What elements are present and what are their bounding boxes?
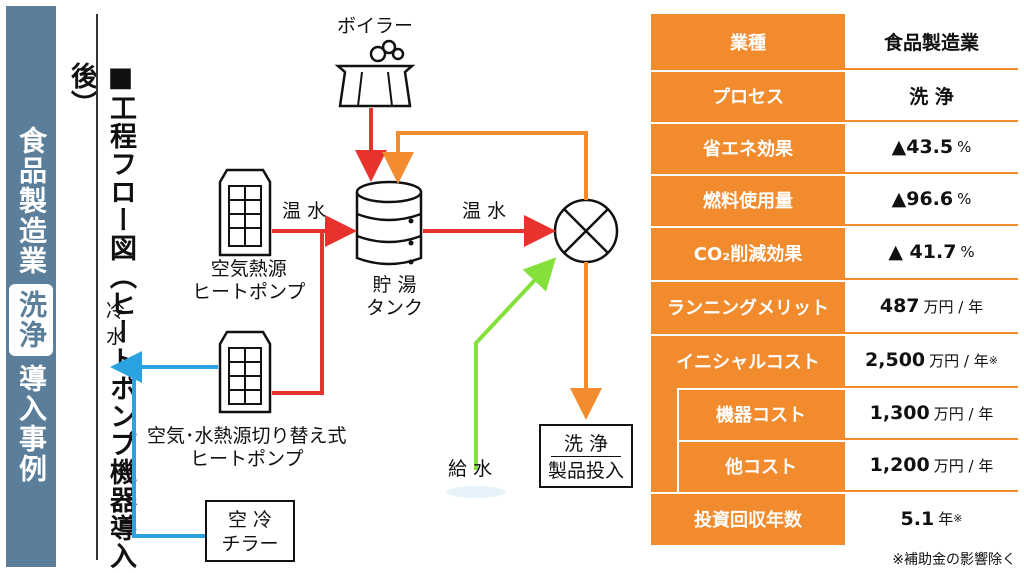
switch-hp-label: 空気･水熱源切り替え式ヒートポンプ xyxy=(147,425,347,470)
switch-hp-hot-line xyxy=(272,231,324,395)
feed-water-label: 給 水 xyxy=(448,458,493,480)
hot-water-label-1: 温 水 xyxy=(282,200,327,222)
case-title-banner: 食品製造業洗浄導入事例 xyxy=(6,6,56,567)
chiller-cold-line xyxy=(132,367,205,538)
table-row: 燃料使用量▲96.6% xyxy=(651,174,1018,226)
feed-water-puddle xyxy=(446,486,506,498)
table-row: 業種食品製造業 xyxy=(651,14,1018,70)
flow-diagram-title: ■工程フロー図（ヒートポンプ機器導入後） xyxy=(66,62,136,570)
air-hp-label: 空気熱源ヒートポンプ xyxy=(192,258,306,303)
industry-title: 食品製造業 xyxy=(15,126,48,276)
case-title: 食品製造業洗浄導入事例 xyxy=(9,126,53,484)
hot-water-label-2: 温 水 xyxy=(462,200,507,222)
process-badge: 洗浄 xyxy=(9,284,53,356)
results-table: 業種食品製造業 プロセス洗 浄 省エネ効果▲43.5% 燃料使用量▲96.6% … xyxy=(651,14,1018,545)
cold-water-label: 冷水 xyxy=(106,300,126,348)
table-row: プロセス洗 浄 xyxy=(651,70,1018,122)
boiler-icon xyxy=(334,39,416,108)
table-row: 省エネ効果▲43.5% xyxy=(651,122,1018,174)
wash-box: 洗 浄製品投入 xyxy=(539,424,633,488)
air-heat-pump-icon xyxy=(218,168,272,257)
mixing-valve-icon xyxy=(553,198,619,264)
divider xyxy=(96,14,98,560)
return-line xyxy=(382,131,588,200)
storage-tank-icon xyxy=(355,180,423,266)
chiller-box: 空 冷チラー xyxy=(205,500,295,562)
switch-heat-pump-icon xyxy=(218,330,272,414)
tank-label: 貯 湯タンク xyxy=(366,274,424,319)
boiler-label: ボイラー xyxy=(337,15,414,37)
feed-water-line xyxy=(474,257,557,470)
title-tail: 導入事例 xyxy=(15,364,48,484)
footnote: ※補助金の影響除く xyxy=(892,552,1016,568)
table-row: CO₂削減効果▲ 41.7% xyxy=(651,226,1018,280)
